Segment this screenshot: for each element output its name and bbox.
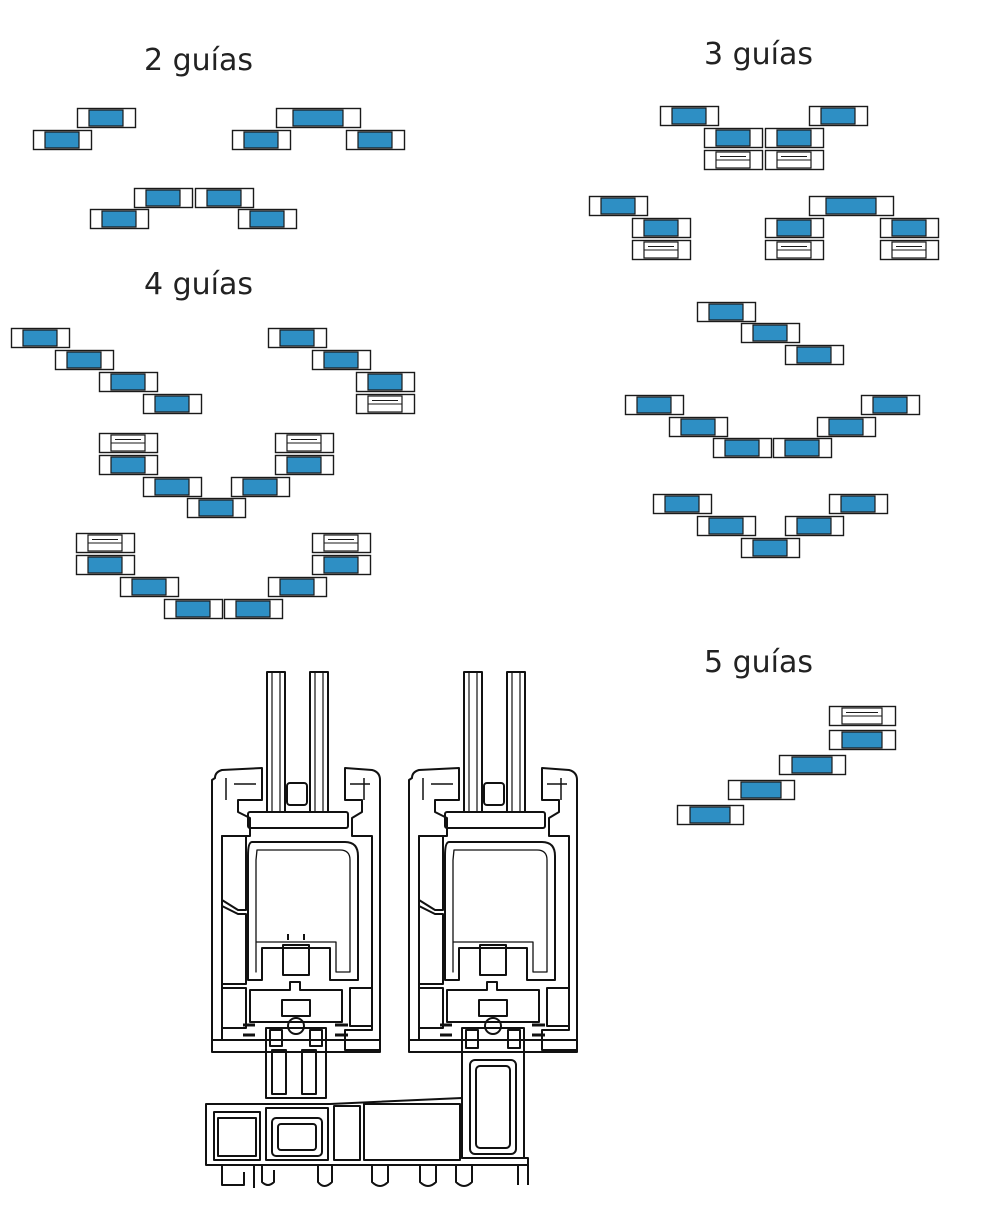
fixed-panel-icon [764, 239, 825, 261]
blue-sash-icon [89, 208, 150, 230]
blue-sash-icon [142, 476, 203, 498]
left-glass-pane-1 [266, 671, 286, 813]
blue-sash-icon [345, 129, 406, 151]
blue-sash-icon [194, 187, 255, 209]
fixed-panel-icon [828, 705, 897, 727]
blue-sash-icon [311, 554, 372, 576]
fixed-panel-icon [631, 239, 692, 261]
blue-sash-icon [32, 129, 93, 151]
bottom-frame [205, 1097, 529, 1166]
blue-sash-icon [237, 208, 298, 230]
fixed-panel-icon [75, 532, 136, 554]
blue-sash-icon [267, 576, 328, 598]
blue-sash-icon [230, 476, 291, 498]
blue-sash-icon [659, 105, 720, 127]
blue-sash-icon [668, 416, 729, 438]
left-sash-body [211, 767, 263, 1041]
blue-sash-icon [231, 129, 292, 151]
fixed-panel-icon [703, 149, 764, 171]
blue-sash-icon [712, 437, 773, 459]
blue-sash-icon [223, 598, 284, 620]
blue-sash-icon [624, 394, 685, 416]
blue-sash-icon [133, 187, 194, 209]
fixed-panel-icon [355, 393, 416, 415]
fixed-panel-icon [274, 432, 335, 454]
fixed-panel-icon [311, 532, 372, 554]
blue-sash-icon [119, 576, 180, 598]
blue-sash-icon [778, 754, 847, 776]
blue-sash-icon [696, 301, 757, 323]
blue-sash-icon [652, 493, 713, 515]
blue-sash-icon [784, 515, 845, 537]
blue-sash-icon [311, 349, 372, 371]
blue-sash-icon [355, 371, 416, 393]
blue-sash-icon [772, 437, 833, 459]
fixed-panel-icon [879, 239, 940, 261]
blue-sash-icon [98, 454, 159, 476]
blue-sash-icon [275, 107, 362, 129]
blue-sash-icon [142, 393, 203, 415]
blue-sash-icon [740, 322, 801, 344]
blue-sash-icon [676, 804, 745, 826]
heading-2-tracks: 2 guías [144, 43, 254, 78]
blue-sash-icon [860, 394, 921, 416]
blue-sash-icon [816, 416, 877, 438]
blue-sash-icon [274, 454, 335, 476]
blue-sash-icon [696, 515, 757, 537]
heading-5-tracks: 5 guías [704, 645, 814, 680]
left-glass-pane-2 [309, 671, 329, 813]
heading-3-tracks: 3 guías [704, 37, 814, 72]
heading-4-tracks: 4 guías [144, 267, 254, 302]
blue-sash-icon [828, 493, 889, 515]
blue-sash-icon [588, 195, 649, 217]
blue-sash-icon [808, 105, 869, 127]
blue-sash-icon [98, 371, 159, 393]
blue-sash-icon [76, 107, 137, 129]
right-sash-body [408, 767, 460, 1041]
blue-sash-icon [75, 554, 136, 576]
blue-sash-icon [186, 497, 247, 519]
blue-sash-icon [740, 537, 801, 559]
blue-sash-icon [631, 217, 692, 239]
blue-sash-icon [727, 779, 796, 801]
right-glass-pane-2 [506, 671, 526, 813]
blue-sash-icon [703, 127, 764, 149]
blue-sash-icon [764, 217, 825, 239]
blue-sash-icon [879, 217, 940, 239]
blue-sash-icon [10, 327, 71, 349]
profile-cross-section-icon [205, 671, 578, 1188]
sash-configurations [10, 105, 940, 826]
fixed-panel-icon [764, 149, 825, 171]
blue-sash-icon [808, 195, 895, 217]
blue-sash-icon [828, 729, 897, 751]
blue-sash-icon [784, 344, 845, 366]
blue-sash-icon [267, 327, 328, 349]
right-glass-pane-1 [463, 671, 483, 813]
fixed-panel-icon [98, 432, 159, 454]
blue-sash-icon [54, 349, 115, 371]
blue-sash-icon [163, 598, 224, 620]
blue-sash-icon [764, 127, 825, 149]
